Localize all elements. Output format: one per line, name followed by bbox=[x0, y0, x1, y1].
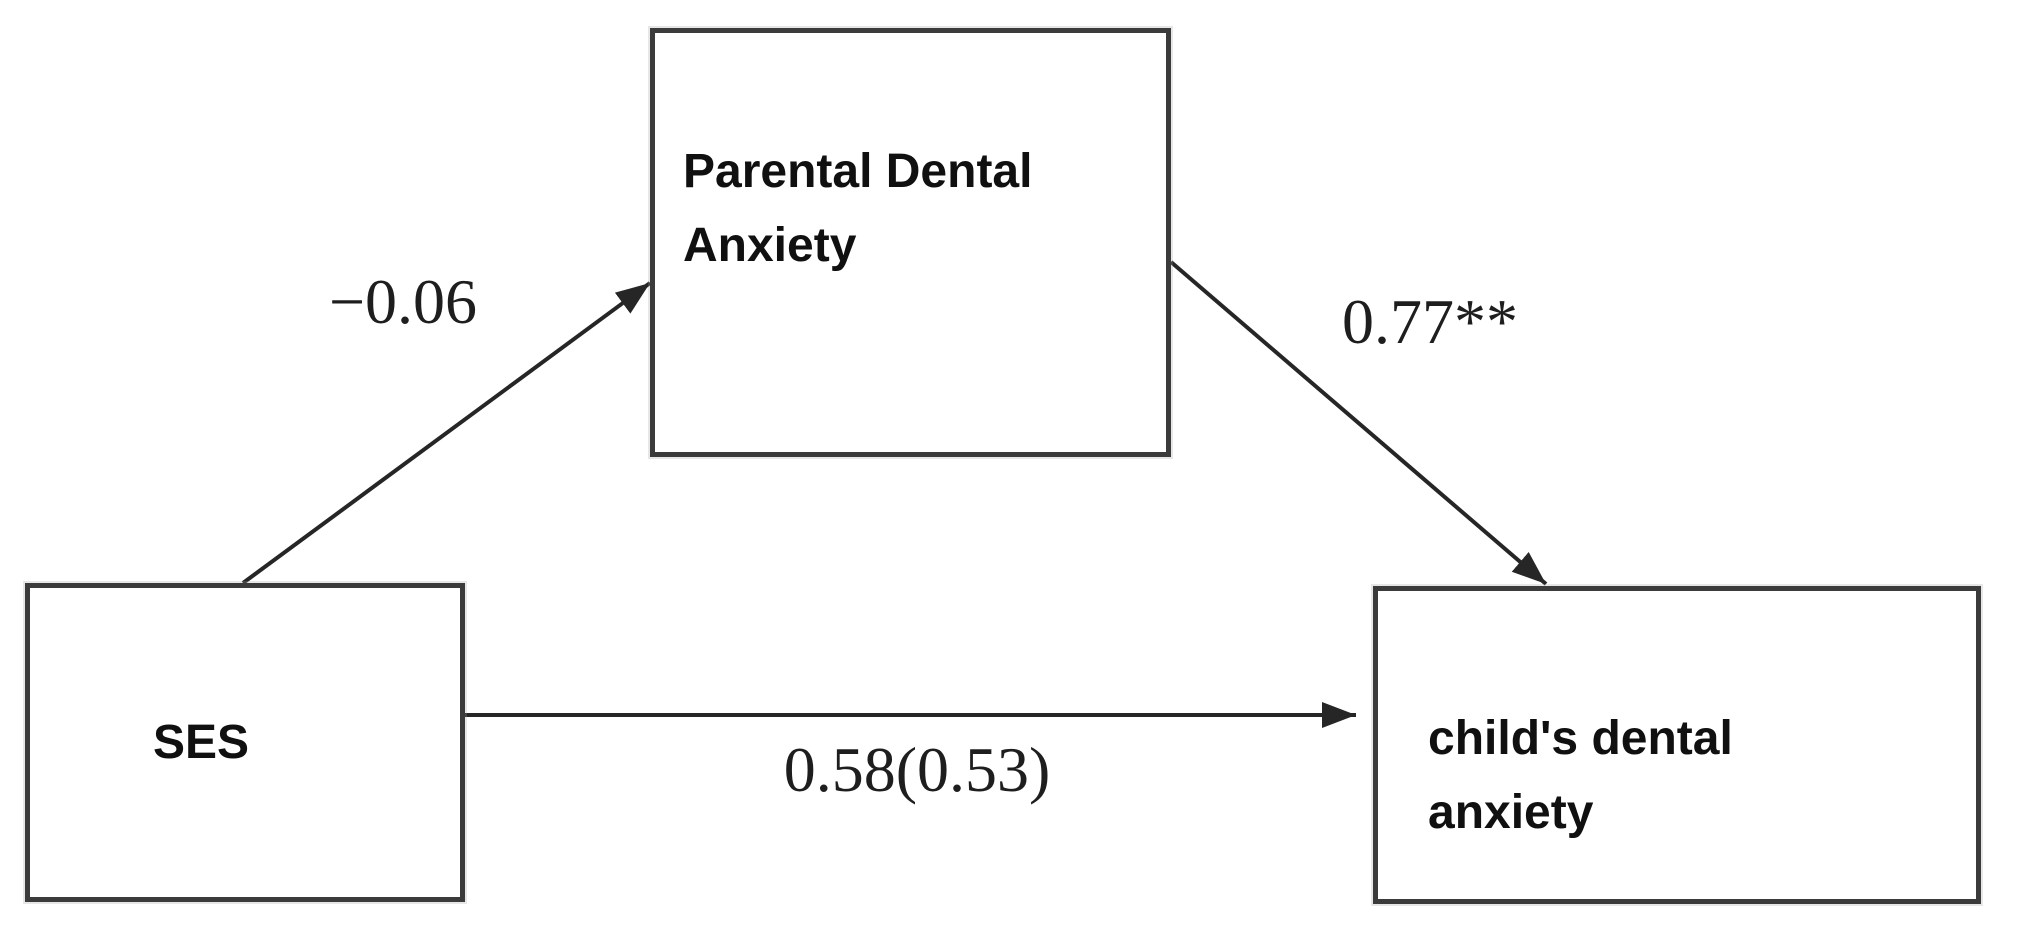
arrow-ses-to-mediator bbox=[241, 281, 652, 585]
node-label-parental-dental-anxiety: Parental Dental Anxiety bbox=[683, 135, 1032, 283]
node-label-line: SES bbox=[153, 716, 250, 769]
node-parental-dental-anxiety: Parental Dental Anxiety bbox=[650, 28, 1171, 457]
coefficient-ses-to-mediator: −0.06 bbox=[328, 266, 478, 337]
arrow-mediator-to-outcome bbox=[1169, 260, 1548, 586]
node-childs-dental-anxiety: child's dental anxiety bbox=[1373, 586, 1981, 904]
node-label-line: Parental Dental bbox=[683, 145, 1033, 198]
node-label-childs-dental-anxiety: child's dental anxiety bbox=[1428, 702, 1733, 850]
node-label-line: Anxiety bbox=[683, 219, 857, 272]
node-label-line: anxiety bbox=[1428, 786, 1594, 839]
node-ses: SES bbox=[25, 583, 465, 902]
node-label-ses: SES bbox=[153, 706, 249, 780]
coefficient-mediator-to-outcome: 0.77** bbox=[1342, 286, 1518, 357]
node-label-line: child's dental bbox=[1428, 712, 1733, 765]
coefficient-ses-to-outcome: 0.58(0.53) bbox=[783, 734, 1051, 805]
